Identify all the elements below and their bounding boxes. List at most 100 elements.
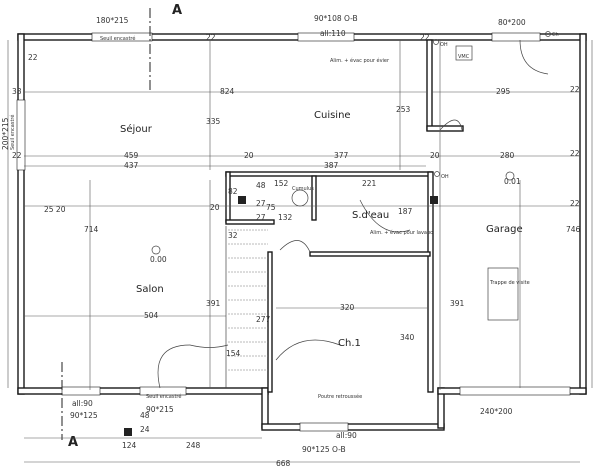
dim-504: 504: [144, 311, 159, 320]
level-marker-icon: [505, 171, 515, 181]
alim-evac-cuisine: Alim. + évac pour évier: [330, 57, 390, 64]
opening-labels: 180*215 90*108 O-B 80*200 all:110 Seuil …: [1, 14, 526, 454]
level-marker-icon: [151, 245, 161, 255]
fixture-labels: Cumulus VMC Trappe de visite Poutre retr…: [150, 32, 559, 400]
dim-38: 38: [12, 87, 22, 96]
dim-48: 48: [256, 181, 266, 190]
exterior-walls: [16, 32, 587, 432]
section-marker-top: A: [172, 3, 182, 18]
opening-top-door: 90*108 O-B: [314, 14, 358, 23]
opening-bottom-left: 90*125: [70, 411, 98, 420]
ch-label: Ch: [552, 32, 559, 38]
room-garage: Garage: [486, 224, 523, 235]
dim-22: 22: [570, 199, 580, 208]
column-icon: [124, 428, 132, 436]
dim-320: 320: [340, 303, 355, 312]
dim-24: 24: [140, 425, 150, 434]
dim-20: 20: [210, 203, 220, 212]
oh-label-2: OH: [441, 174, 449, 180]
dim-746: 746: [566, 225, 581, 234]
room-labels: Séjour Cuisine Salon S.d'eau Garage Ch.1: [120, 110, 523, 349]
room-sejour: Séjour: [120, 123, 153, 135]
vmc-icon: [455, 45, 473, 61]
opening-left: 200*215: [1, 117, 10, 150]
oh-marker-icon: [434, 171, 440, 177]
cumulus-icon: [291, 189, 309, 207]
staircase: [189, 226, 268, 388]
dimension-lines: [7, 40, 593, 463]
cumulus-label: Cumulus: [292, 186, 314, 192]
dim-221: 221: [362, 179, 377, 188]
dim-335: 335: [206, 117, 221, 126]
level-garage: 0.01: [504, 177, 521, 186]
oh-marker-icon: [433, 39, 439, 45]
dim-22: 22: [420, 33, 430, 42]
dim-132: 132: [278, 213, 293, 222]
dim-668: 668: [276, 459, 291, 468]
room-cuisine: Cuisine: [314, 110, 351, 121]
dim-22: 22: [28, 53, 38, 62]
dim-32: 32: [228, 231, 238, 240]
dim-280: 280: [500, 151, 515, 160]
dim-22: 22: [206, 33, 216, 42]
section-marker-bottom: A: [68, 435, 78, 450]
dim-391: 391: [450, 299, 465, 308]
dim-391: 391: [206, 299, 221, 308]
dim-340: 340: [400, 333, 415, 342]
dim-20: 20: [430, 151, 440, 160]
dim-48: 48: [140, 411, 150, 420]
dim-437: 437: [124, 161, 139, 170]
dim-277: 277: [256, 315, 271, 324]
room-ch1: Ch.1: [338, 338, 361, 349]
poutre-label: Poutre retroussée: [318, 393, 362, 400]
fixtures: [124, 31, 551, 436]
opening-all-110: all:110: [320, 29, 346, 38]
dim-154: 154: [226, 349, 241, 358]
opening-all-90-left: all:90: [72, 399, 93, 408]
dim-22: 22: [570, 85, 580, 94]
dim-824: 824: [220, 87, 235, 96]
dim-253: 253: [396, 105, 411, 114]
section-line: A A: [61, 3, 182, 450]
level-salon: 0.00: [150, 255, 167, 264]
dim-27: 27: [256, 213, 266, 222]
opening-top-left: 180*215: [96, 16, 129, 25]
dim-82: 82: [228, 187, 238, 196]
dim-152: 152: [274, 179, 289, 188]
dim-248: 248: [186, 441, 201, 450]
trappe-label: Trappe de visite: [489, 280, 530, 286]
dim-387: 387: [324, 161, 339, 170]
interior-walls: [225, 39, 464, 393]
dimension-values: 22 22 22 22 22 22 22 38 824 295 253 335 …: [12, 33, 581, 468]
dim-187: 187: [398, 207, 413, 216]
dim-22: 22: [570, 149, 580, 158]
seuil-bottom: Seuil encastré: [146, 393, 181, 400]
opening-top-right: 80*200: [498, 18, 526, 27]
opening-all-90-ch: all:90: [336, 431, 357, 440]
dim-27: 27: [256, 199, 266, 208]
vmc-label: VMC: [458, 54, 470, 60]
dim-124: 124: [122, 441, 137, 450]
opening-bottom: 90*215: [146, 405, 174, 414]
column-icon: [238, 196, 246, 204]
dim-377: 377: [334, 151, 349, 160]
ch-marker-icon: [545, 31, 551, 37]
dim-714: 714: [84, 225, 99, 234]
alim-evac-sde: Alim. + évac pour lavabo: [370, 229, 433, 236]
opening-garage-door: 240*200: [480, 407, 513, 416]
dim-295: 295: [496, 87, 511, 96]
oh-label-1: OH: [440, 42, 448, 48]
room-salon: Salon: [136, 284, 164, 295]
trappe-icon: [487, 267, 519, 321]
dim-20: 20: [244, 151, 254, 160]
opening-bottom-ch: 90*125 O-B: [302, 445, 346, 454]
dim-75: 75: [266, 203, 276, 212]
column-icon: [430, 196, 438, 204]
seuil-left: Seuil encastré: [9, 115, 16, 150]
door-swings: [157, 39, 549, 389]
dim-25-20: 25 20: [44, 205, 66, 214]
seuil-top: Seuil encastré: [100, 35, 135, 42]
room-sdeau: S.d'eau: [352, 210, 389, 221]
dim-22: 22: [12, 151, 22, 160]
